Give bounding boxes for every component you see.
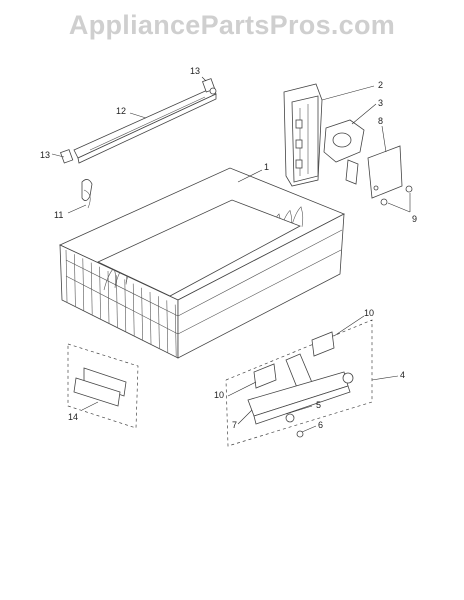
side-plate-part[interactable] xyxy=(367,145,403,199)
rack-side-wire xyxy=(166,300,169,353)
rack-side-wire xyxy=(149,291,152,345)
adjuster-rail-part[interactable] xyxy=(247,371,354,425)
rack-side-wire xyxy=(141,287,143,340)
rack-side-wire xyxy=(99,266,101,319)
callout-1: 1 xyxy=(264,162,269,172)
handle-assembly-group xyxy=(67,343,139,429)
leader-lines xyxy=(51,76,411,433)
rack-side-wire xyxy=(158,296,160,349)
callout-10: 10 xyxy=(214,390,224,400)
callout-5: 5 xyxy=(316,400,321,410)
rack-side-wire xyxy=(107,270,110,324)
callout-6: 6 xyxy=(318,420,323,430)
callout-14: 14 xyxy=(68,412,78,422)
callout-9: 9 xyxy=(412,214,417,224)
callout-2: 2 xyxy=(378,80,383,90)
spray-manifold-part[interactable] xyxy=(283,83,323,187)
callout-13: 13 xyxy=(40,150,50,160)
rack-side-wire xyxy=(82,258,85,311)
adjuster-clip-part[interactable] xyxy=(311,331,335,357)
rack-side-wire xyxy=(124,279,127,332)
rack-side-wire xyxy=(74,254,76,307)
site-watermark: AppliancePartsPros.com xyxy=(68,10,396,40)
rack-handle-part[interactable] xyxy=(73,367,127,407)
rail-end-cap-part[interactable] xyxy=(60,149,74,164)
callout-4: 4 xyxy=(400,370,405,380)
callout-11: 11 xyxy=(54,210,63,220)
callout-10: 10 xyxy=(364,308,374,318)
rail-end-cap-part[interactable] xyxy=(202,78,217,95)
rack-side-wire xyxy=(174,304,177,357)
rack-tine xyxy=(290,206,304,229)
rack-rail-part[interactable] xyxy=(73,87,217,164)
callout-8: 8 xyxy=(378,116,383,126)
rack-side-wire xyxy=(132,283,135,336)
callout-13: 13 xyxy=(190,66,200,76)
rack-side-wire xyxy=(90,262,93,315)
adjuster-clip-part[interactable] xyxy=(253,363,277,389)
conduit-bracket-part[interactable] xyxy=(323,119,365,185)
stop-clip-part[interactable] xyxy=(81,179,93,209)
wheel-part[interactable] xyxy=(285,413,304,438)
callout-12: 12 xyxy=(116,106,126,116)
callout-3: 3 xyxy=(378,98,383,108)
upper-rack-basket-part[interactable] xyxy=(59,167,345,359)
screw-part[interactable] xyxy=(380,185,413,206)
callout-7: 7 xyxy=(232,420,237,430)
rack-side-wire xyxy=(116,275,118,328)
